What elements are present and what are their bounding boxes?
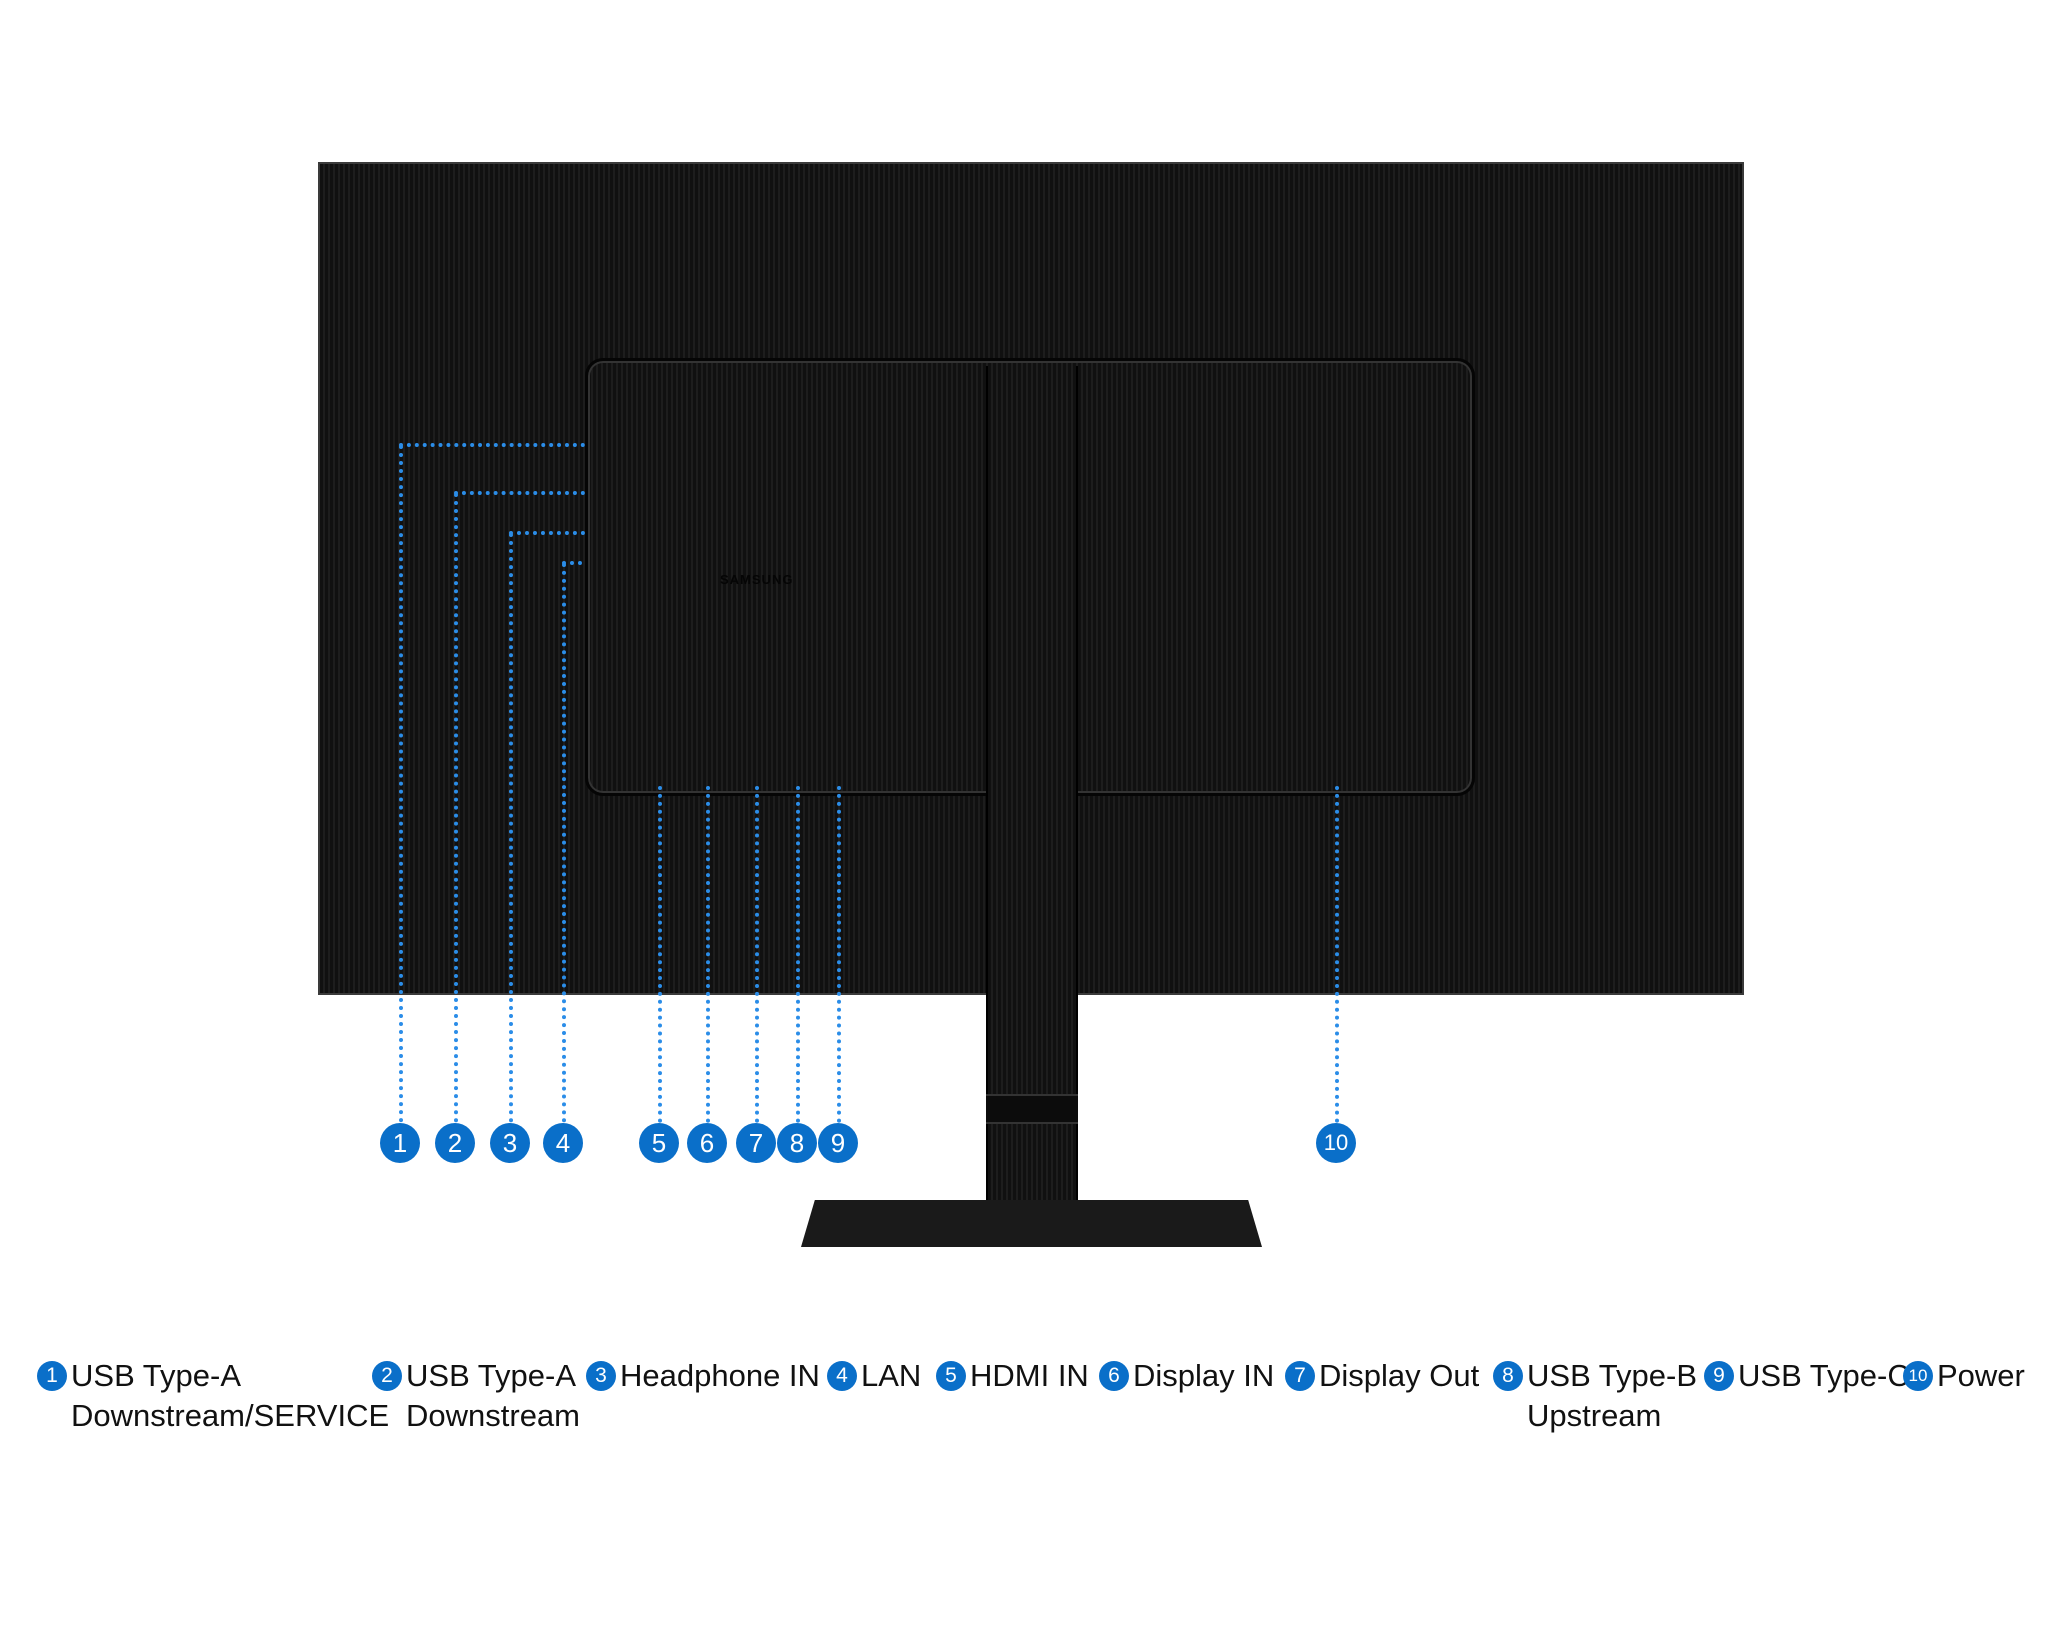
stand-collar: [986, 1094, 1078, 1124]
callout-line-4: [562, 563, 566, 1123]
callout-line-3: [509, 533, 513, 1123]
legend-badge-1: 1: [37, 1361, 67, 1391]
legend-label-9: USB Type-C: [1738, 1358, 1910, 1393]
callout-line-10: [1335, 786, 1339, 1123]
port-badge-10: 10: [1316, 1123, 1356, 1163]
legend-label-2: USB Type-A Downstream: [406, 1358, 580, 1433]
samsung-logo: SAMSUNG: [720, 572, 794, 587]
callout-line-4-h: [562, 561, 582, 565]
callout-line-6: [706, 786, 710, 1123]
port-badge-9: 9: [818, 1123, 858, 1163]
legend-label-10: Power: [1937, 1358, 2025, 1393]
callout-line-5: [658, 786, 662, 1123]
legend-label-3: Headphone IN: [620, 1358, 820, 1393]
port-badge-2: 2: [435, 1123, 475, 1163]
legend-badge-4: 4: [827, 1361, 857, 1391]
callout-line-2: [454, 493, 458, 1123]
legend-badge-10: 10: [1903, 1361, 1933, 1391]
callout-line-1: [399, 445, 403, 1123]
callout-line-3-h: [509, 531, 585, 535]
port-badge-4: 4: [543, 1123, 583, 1163]
callout-line-8: [796, 786, 800, 1123]
legend-badge-5: 5: [936, 1361, 966, 1391]
legend-badge-8: 8: [1493, 1361, 1523, 1391]
legend-badge-7: 7: [1285, 1361, 1315, 1391]
port-badge-6: 6: [687, 1123, 727, 1163]
legend-label-1: USB Type-A Downstream/SERVICE: [71, 1358, 390, 1433]
port-badge-5: 5: [639, 1123, 679, 1163]
port-badge-3: 3: [490, 1123, 530, 1163]
legend-label-8: USB Type-B Upstream: [1527, 1358, 1698, 1433]
legend-badge-9: 9: [1704, 1361, 1734, 1391]
legend-badge-3: 3: [586, 1361, 616, 1391]
callout-line-9: [837, 786, 841, 1123]
legend-label-5: HDMI IN: [970, 1358, 1089, 1393]
stand-neck: [986, 366, 1078, 1236]
callout-line-7: [755, 786, 759, 1123]
stand-base: [801, 1200, 1262, 1247]
legend-badge-6: 6: [1099, 1361, 1129, 1391]
legend-label-7: Display Out: [1319, 1358, 1480, 1393]
port-badge-8: 8: [777, 1123, 817, 1163]
port-badge-7: 7: [736, 1123, 776, 1163]
callout-line-1-h: [399, 443, 585, 447]
legend-label-6: Display IN: [1133, 1358, 1275, 1393]
port-badge-1: 1: [380, 1123, 420, 1163]
callout-line-2-h: [454, 491, 585, 495]
legend-badge-2: 2: [372, 1361, 402, 1391]
legend-label-4: LAN: [861, 1358, 922, 1393]
